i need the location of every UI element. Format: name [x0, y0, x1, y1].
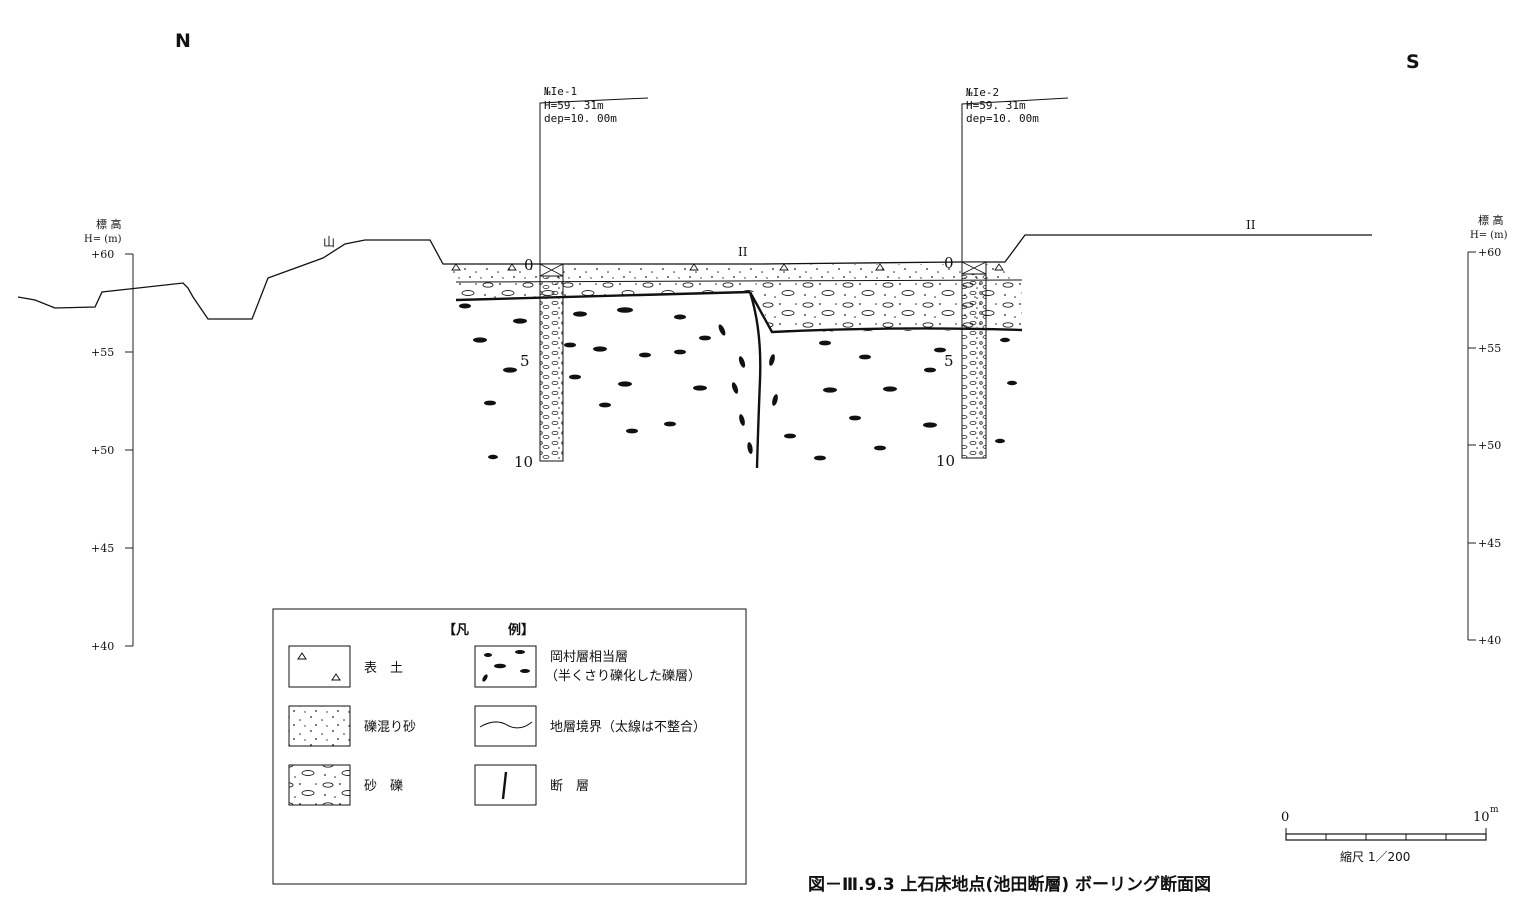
borehole-id: №Ie-1: [544, 85, 577, 98]
borehole-elevation: H=59. 31m: [966, 99, 1026, 112]
depth-tick: 0: [524, 256, 534, 274]
depth-tick: 5: [520, 352, 530, 370]
right-elevation-axis: 標 高 H= (m) +60 +55 +50 +45 +40: [1467, 213, 1508, 647]
legend: 【凡 例】 表 土 礫混り砂 砂 礫 岡村層相当層 （半くさり礫化した礫層） 地…: [272, 608, 747, 885]
depth-tick: 10: [936, 452, 955, 470]
legend-title: 【凡 例】: [443, 622, 534, 638]
axis-tick: +45: [1478, 537, 1501, 550]
ground-profile-right: [960, 234, 1372, 263]
borehole-2: №Ie-2 H=59. 31m dep=10. 00m 0 5 10: [936, 86, 1069, 470]
depth-tick: 0: [944, 254, 954, 272]
surface-mark: 山: [323, 235, 335, 249]
axis-tick: +55: [1478, 342, 1501, 355]
ground-profile-center: [540, 261, 961, 265]
legend-label: 地層境界（太線は不整合）: [550, 719, 706, 735]
scale-start: 0: [1281, 810, 1289, 825]
axis-tick: +60: [91, 248, 114, 261]
legend-label: 岡村層相当層: [550, 650, 628, 665]
axis-tick: +45: [91, 542, 114, 555]
north-label: N: [175, 30, 191, 52]
borehole-depth: dep=10. 00m: [966, 112, 1039, 125]
borehole-id: №Ie-2: [966, 86, 999, 99]
ground-profile-left: [17, 239, 540, 320]
scale-unit: m: [1490, 805, 1499, 815]
borehole-depth: dep=10. 00m: [544, 112, 617, 125]
axis-label-top: 標 高: [96, 217, 122, 231]
depth-tick: 5: [944, 352, 954, 370]
legend-swatch-topsoil: [288, 645, 351, 688]
fault-trace: [748, 291, 762, 469]
axis-tick: +50: [91, 444, 114, 457]
surface-mark: II: [1246, 218, 1256, 232]
surface-mark: II: [738, 245, 748, 259]
borehole-1: №Ie-1 H=59. 31m dep=10. 00m 0 5 10: [514, 85, 649, 471]
left-elevation-axis: 標 高 H= (m) +60 +55 +50 +45 +40: [84, 217, 134, 653]
scale-bar: 0 10 m 縮尺 1／200: [1281, 805, 1499, 864]
axis-tick: +55: [91, 346, 114, 359]
legend-swatch-sandy-gravel: [288, 764, 351, 806]
axis-label-unit: H= (m): [84, 234, 122, 245]
axis-tick: +50: [1478, 439, 1501, 452]
borehole-elevation: H=59. 31m: [544, 99, 604, 112]
scale-end: 10: [1473, 810, 1490, 825]
legend-swatch-gravelly-sand: [288, 705, 351, 747]
legend-label: 砂 礫: [364, 778, 403, 794]
axis-tick: +40: [91, 640, 114, 653]
legend-label: 礫混り砂: [364, 719, 416, 735]
axis-tick: +40: [1478, 634, 1501, 647]
legend-label-secondary: （半くさり礫化した礫層）: [545, 668, 701, 684]
depth-tick: 10: [514, 453, 533, 471]
axis-label-unit: H= (m): [1470, 230, 1508, 241]
legend-label: 断 層: [550, 779, 589, 794]
strata: [451, 263, 1023, 469]
axis-tick: +60: [1478, 246, 1501, 259]
axis-label-top: 標 高: [1478, 213, 1504, 227]
scale-caption: 縮尺 1／200: [1340, 849, 1410, 864]
south-label: S: [1406, 51, 1420, 73]
legend-label: 表 土: [364, 661, 403, 676]
black-gravel-field: [459, 303, 1017, 461]
figure-caption: 図－Ⅲ.9.3 上石床地点(池田断層) ボーリング断面図: [808, 874, 1211, 895]
